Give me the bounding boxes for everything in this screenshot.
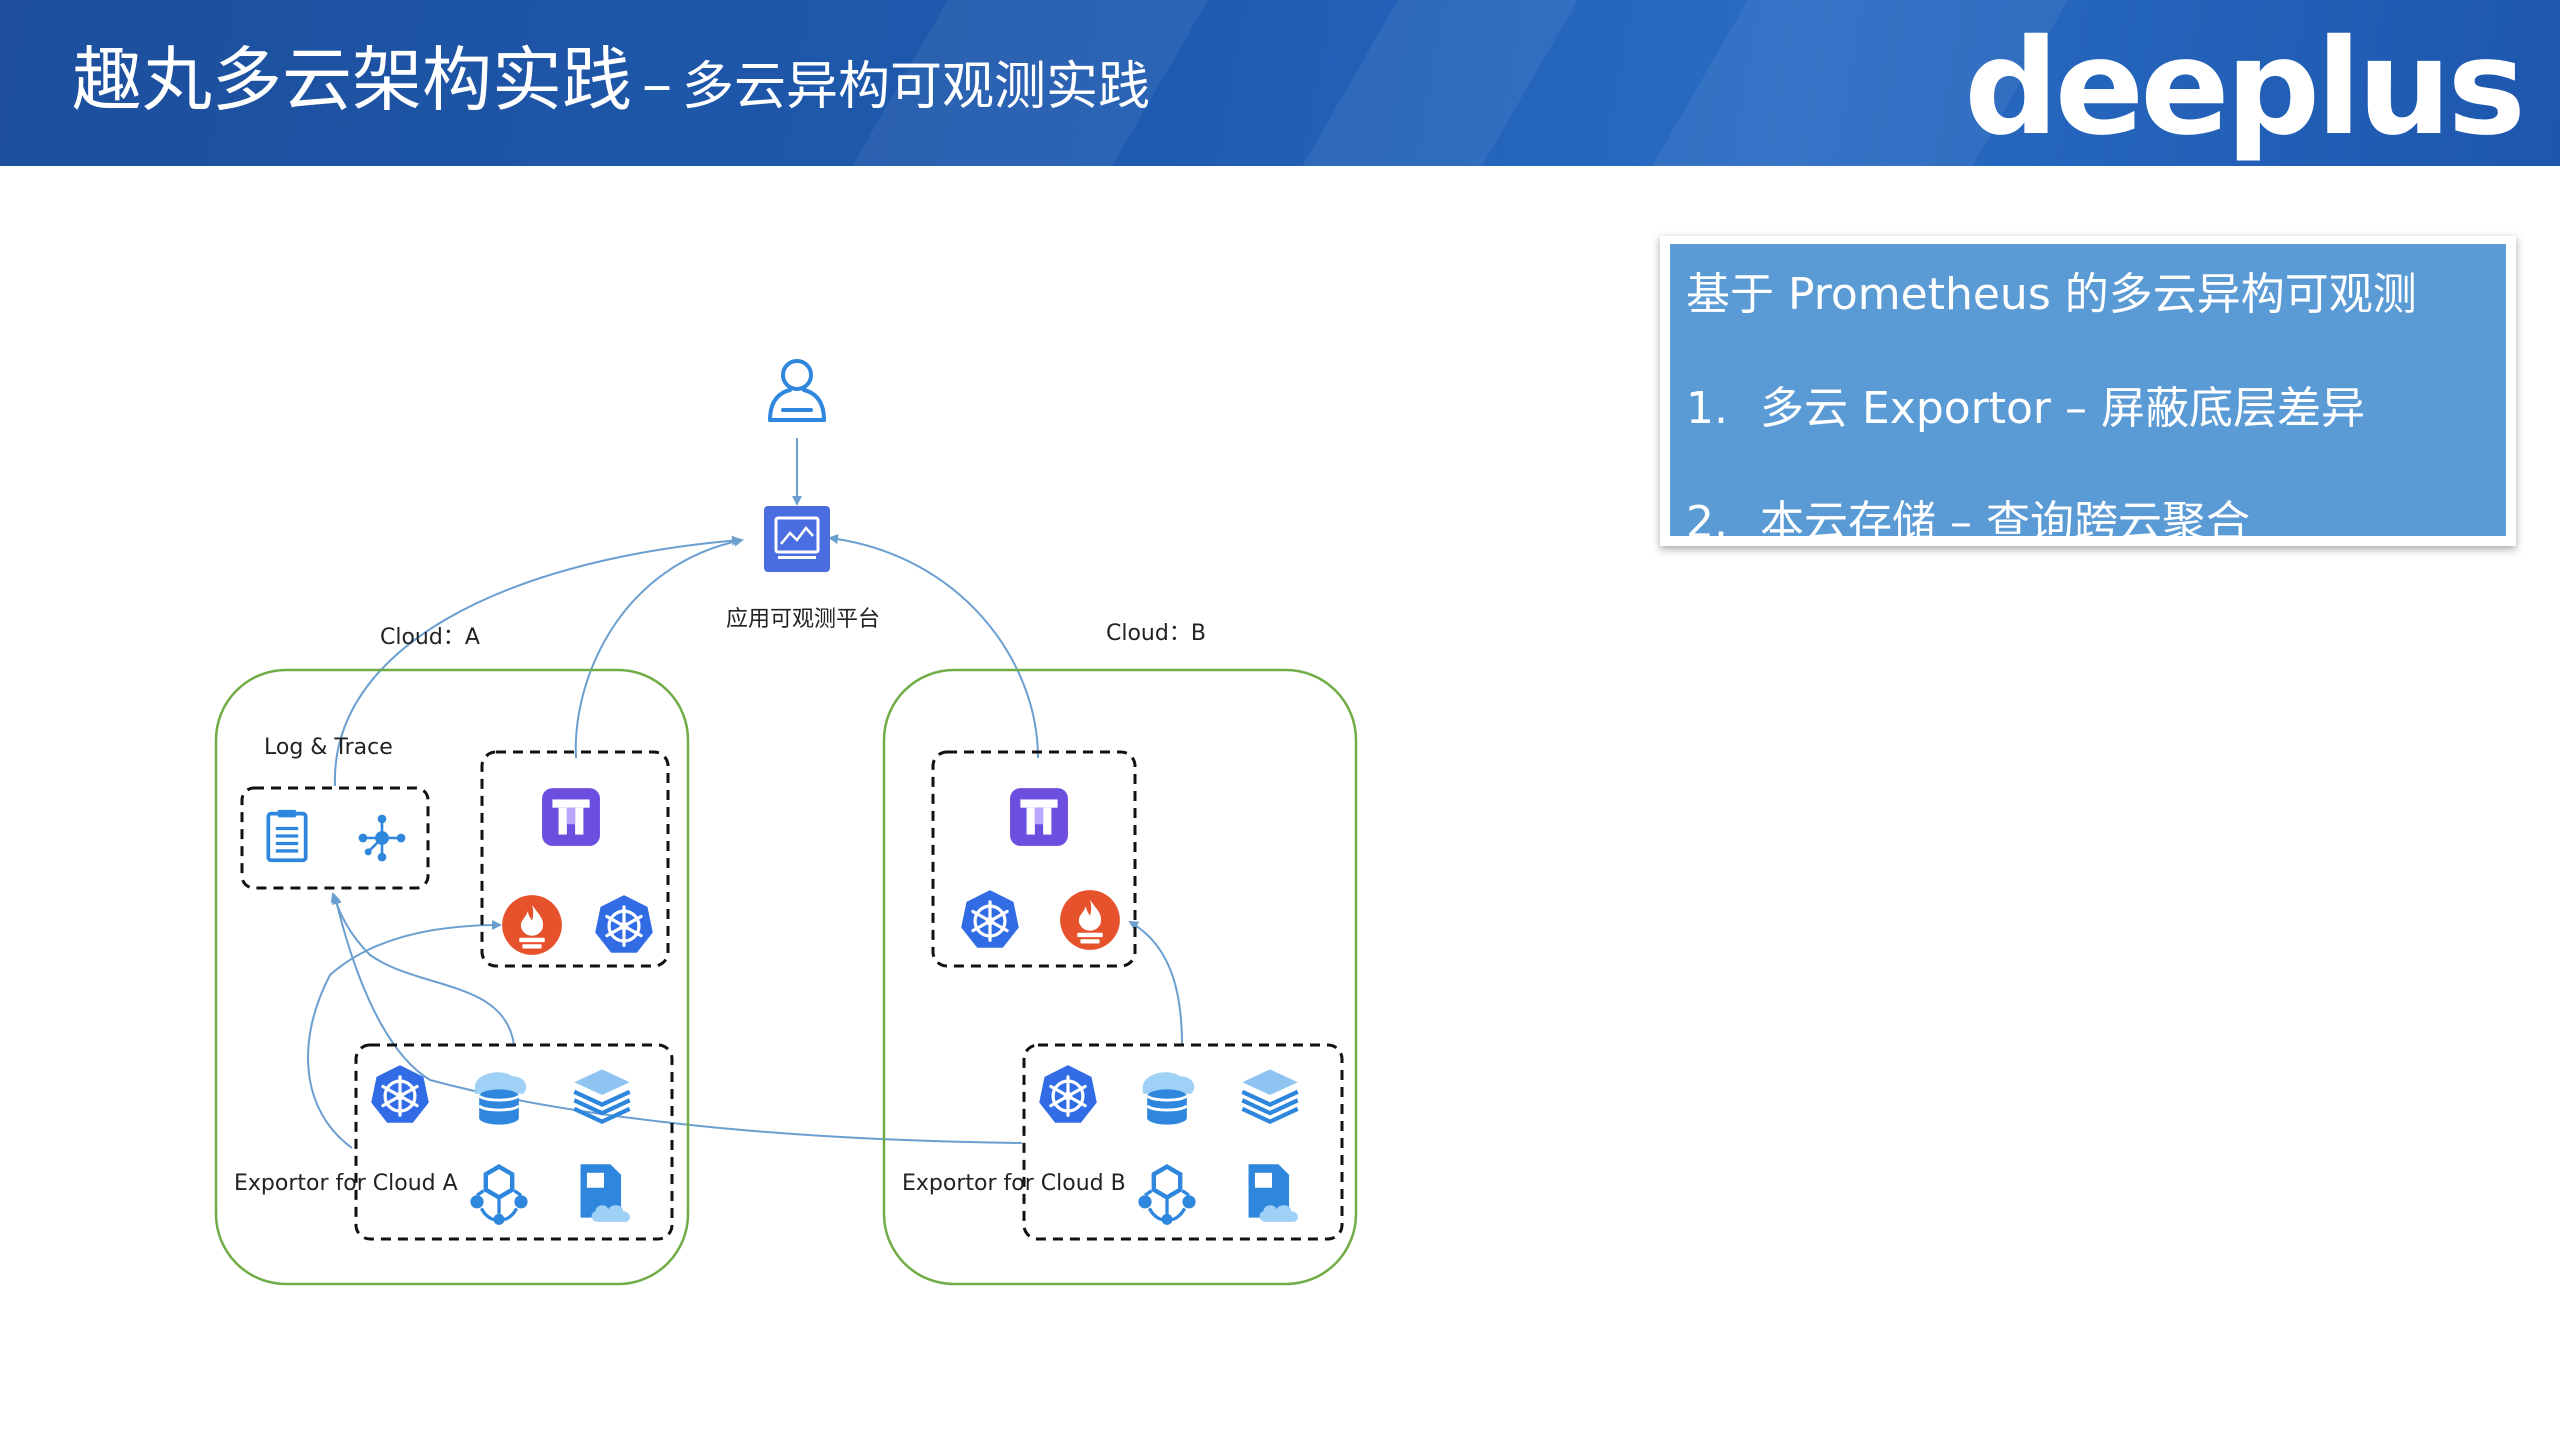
cluster-icon [1138, 1167, 1195, 1225]
cloud-b-label: Cloud：B [1106, 621, 1206, 646]
slide-title: 趣丸多云架构实践–多云异构可观测实践 [72, 38, 1150, 129]
callout-item-text: 本云存储 – 查询跨云聚合 [1760, 497, 2250, 548]
database-icon [1141, 1070, 1196, 1126]
slide-subtitle: 多云异构可观测实践 [682, 57, 1151, 117]
callout-box: 基于 Prometheus 的多云异构可观测 1. 多云 Exportor – 屏… [1660, 236, 2516, 548]
connector-thanos-b-platform [828, 534, 1039, 759]
user-admin-icon [768, 359, 826, 422]
callout-panel: 基于 Prometheus 的多云异构可观测 1. 多云 Exportor – 屏… [1670, 244, 2506, 548]
dashboard-icon [764, 506, 830, 572]
layers-icon [1242, 1069, 1297, 1121]
connector-exporter-a-log [330, 892, 515, 1046]
deeplus-logo: deeplus [1964, 11, 2526, 165]
cloud-doc-icon [1248, 1164, 1298, 1222]
kubernetes-icon [1037, 1063, 1099, 1125]
metrics-group-a [480, 750, 670, 968]
callout-item: 1. 多云 Exportor – 屏蔽底层差异 [1686, 372, 2365, 436]
log-trace-label: Log & Trace [264, 735, 393, 760]
prometheus-icon [1060, 890, 1120, 950]
title-separator: – [642, 49, 672, 119]
exporter-group-b [1022, 1043, 1344, 1241]
notepad-icon [266, 808, 308, 863]
layers-icon [574, 1069, 629, 1121]
connector-log-platform [333, 535, 742, 787]
prometheus-icon [502, 895, 562, 955]
database-icon [473, 1070, 528, 1126]
connector-exporter-b-prometheus [1128, 921, 1183, 1046]
connector-exporter-a-prometheus [307, 920, 502, 1149]
cloud-doc-icon [580, 1164, 630, 1222]
callout-item-number: 1. [1686, 383, 1728, 434]
slide-title-main: 趣丸多云架构实践 [72, 39, 632, 121]
exporter-group-a [354, 1043, 674, 1241]
cloud-a-container [214, 668, 690, 1286]
callout-item-number: 2. [1686, 497, 1728, 548]
kubernetes-icon [959, 888, 1021, 950]
header-banner: 趣丸多云架构实践–多云异构可观测实践 deeplus [0, 0, 2560, 166]
callout-item-text: 多云 Exportor – 屏蔽底层差异 [1760, 383, 2365, 434]
exporter-a-label: Exportor for Cloud A [234, 1171, 458, 1196]
platform-label: 应用可观测平台 [726, 607, 880, 632]
metrics-group-b [931, 750, 1137, 968]
cluster-icon [470, 1167, 527, 1225]
callout-heading: 基于 Prometheus 的多云异构可观测 [1686, 269, 2417, 320]
thanos-icon [542, 788, 600, 846]
log-trace-group [240, 786, 430, 890]
exporter-b-label: Exportor for Cloud B [902, 1171, 1126, 1196]
cloud-b-container [882, 668, 1358, 1286]
thanos-icon [1010, 788, 1068, 846]
connector-thanos-a-platform [574, 536, 744, 759]
cloud-a-label: Cloud：A [380, 625, 480, 650]
connector-lines [307, 438, 1183, 1149]
callout-item: 2. 本云存储 – 查询跨云聚合 [1686, 486, 2250, 550]
connector-exporter-b-log [331, 894, 1023, 1144]
kubernetes-icon [593, 893, 655, 955]
network-icon [357, 813, 407, 863]
